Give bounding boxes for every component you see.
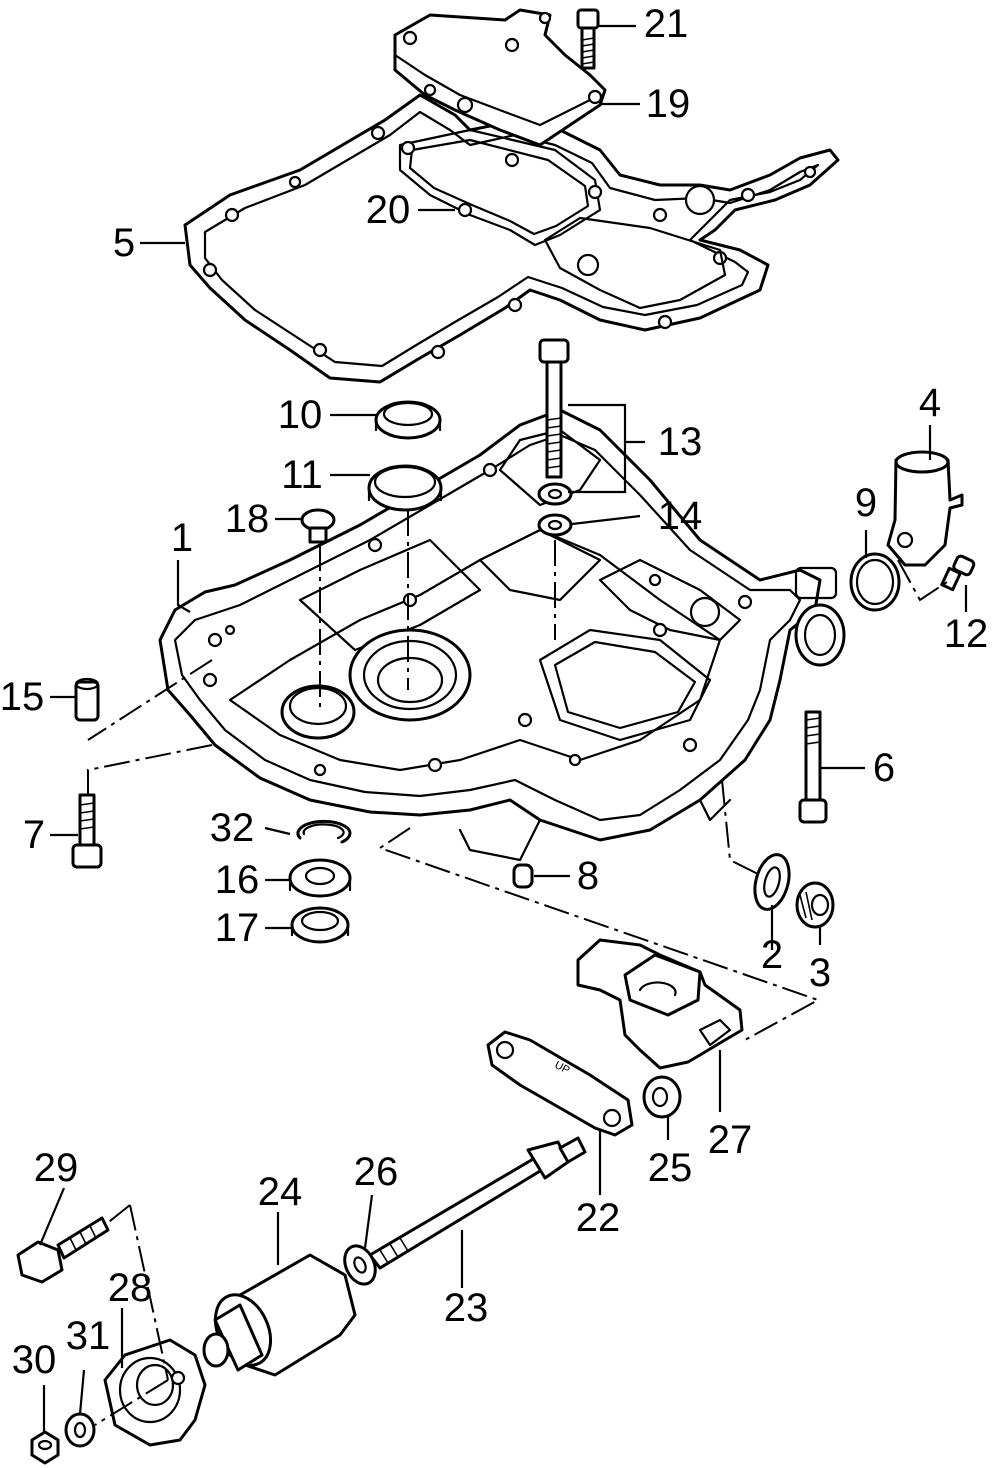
bearing-16 [288,858,352,898]
nut-25 [642,1075,682,1119]
callout-label-4: 4 [918,381,942,425]
callout-label-17: 17 [214,906,260,950]
callout-label-21: 21 [643,2,689,46]
plug-3 [795,881,835,929]
washer-2 [753,853,791,911]
rubber-mount-24 [202,1253,357,1377]
callout-label-2: 2 [760,933,784,977]
callout-label-15: 15 [0,675,45,719]
gasket-large [183,93,840,384]
gasket-inner [398,128,727,310]
callout-label-27: 27 [707,1118,753,1162]
callout-label-22: 22 [575,1196,621,1240]
bolt-7 [71,793,103,869]
nut-30 [30,1430,60,1465]
callout-label-6: 6 [872,746,896,790]
mount-bracket-27 [576,938,744,1070]
plug-18 [300,508,336,544]
callout-label-25: 25 [647,1146,693,1190]
gasket-plate-22 [486,1030,634,1137]
leader-lines [38,24,968,1432]
o-ring-9 [849,552,901,612]
washer-14 [537,482,573,537]
pipe-fitting [886,450,964,567]
callout-label-20: 20 [365,188,411,232]
callout-label-30: 30 [11,1338,57,1382]
callout-label-13: 13 [657,420,703,464]
stud-bolt-23 [368,1136,587,1270]
washer-31 [64,1412,96,1448]
bolt-21 [576,8,600,70]
callout-label-14: 14 [657,494,703,538]
callout-label-16: 16 [214,858,260,902]
snap-ring-32 [296,819,352,844]
bolt-13 [538,338,570,479]
dowel-15 [74,677,100,722]
callout-label-11: 11 [281,453,323,497]
callout-label-29: 29 [33,1146,79,1190]
callout-label-3: 3 [808,951,832,995]
seal-17 [290,906,350,944]
callout-label-26: 26 [353,1150,399,1194]
callout-label-28: 28 [107,1266,153,1310]
callout-label-32: 32 [209,806,255,850]
cover-plate [393,8,607,147]
assembly-lines [87,510,951,1426]
callout-label-7: 7 [22,813,46,857]
callout-label-31: 31 [65,1314,111,1358]
oil-seal-10 [374,400,442,440]
callout-label-23: 23 [443,1286,489,1330]
bolt-12 [940,554,976,592]
callout-label-8: 8 [576,854,600,898]
callout-label-10: 10 [277,393,323,437]
callout-label-24: 24 [257,1170,303,1214]
bolt-6 [798,710,828,824]
flange-28 [103,1338,207,1447]
callout-label-19: 19 [645,82,691,126]
callout-label-9: 9 [854,481,878,525]
callout-label-5: 5 [112,221,136,265]
callout-label-18: 18 [224,497,270,541]
seal-11 [367,464,443,512]
pin-8 [512,863,534,889]
callout-label-12: 12 [943,612,989,656]
main-housing [158,408,846,862]
bolt-29 [16,1216,110,1284]
washer-26 [343,1244,377,1286]
callout-label-1: 1 [170,516,194,560]
